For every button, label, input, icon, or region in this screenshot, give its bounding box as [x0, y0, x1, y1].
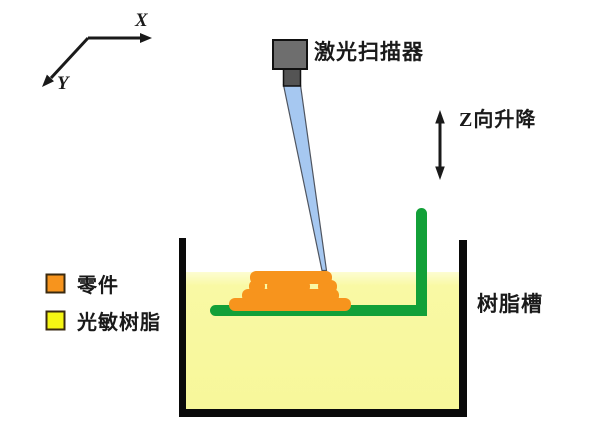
- x-axis-arrow-icon: [140, 33, 152, 43]
- y-axis-label: Y: [57, 73, 69, 94]
- platform-arm: [416, 208, 427, 316]
- legend-resin-label: 光敏树脂: [77, 312, 161, 334]
- part-layer-1: [250, 271, 332, 284]
- z-lift-arrow-icon: [435, 110, 445, 180]
- legend-item-resin: 光敏树脂: [45, 306, 161, 335]
- y-axis-line: [49, 36, 90, 80]
- printed-part: [229, 271, 351, 311]
- x-axis-label: X: [135, 10, 148, 31]
- tank-bottom: [179, 409, 467, 417]
- platform-elbow: [416, 305, 427, 316]
- laser-beam: [282, 84, 328, 272]
- laser-scanner: [272, 39, 308, 87]
- z-lift-label: Z向升降: [459, 109, 537, 131]
- resin-tank-label: 树脂槽: [477, 292, 543, 316]
- part-layer-3: [242, 289, 339, 302]
- tank-wall-right: [459, 240, 467, 417]
- scanner-body: [272, 39, 308, 70]
- xy-axes: [42, 33, 152, 87]
- scanner-neck: [282, 67, 302, 87]
- legend-part-label: 零件: [77, 275, 119, 297]
- part-swatch-icon: [45, 273, 66, 294]
- legend-item-part: 零件: [45, 269, 119, 298]
- y-axis-arrow-icon: [42, 74, 54, 87]
- tank-wall-left: [179, 238, 186, 417]
- laser-scanner-label: 激光扫描器: [314, 40, 424, 64]
- resin-swatch-icon: [45, 310, 66, 331]
